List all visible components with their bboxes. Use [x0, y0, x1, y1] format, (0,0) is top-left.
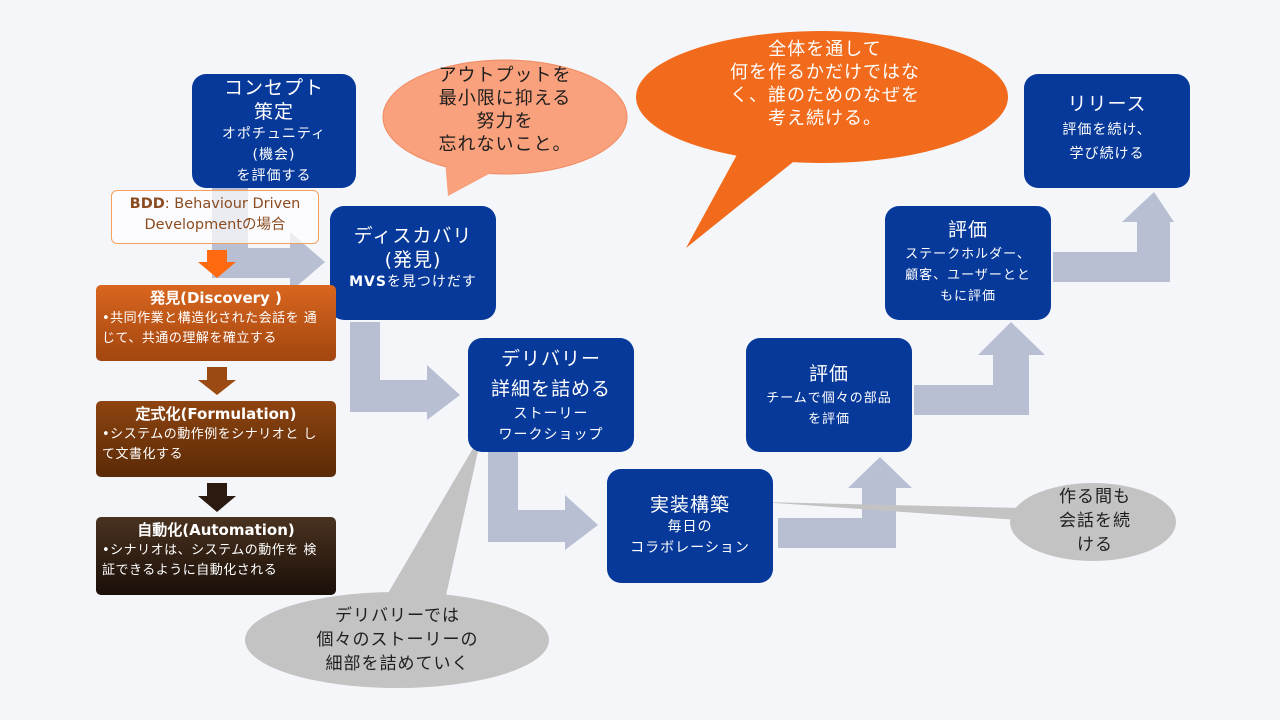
callout-build-line2: 会話を続 [1059, 511, 1131, 531]
arrow-build-to-eval-team [778, 457, 912, 548]
bdd-label-line1: BDD: Behaviour Driven [112, 194, 318, 215]
callout-output: アウトプットを 最小限に抑える 努力を 忘れないこと。 [400, 64, 610, 156]
arrow-delivery-to-build [488, 452, 598, 550]
arrow-eval-stakeholder-to-release [1053, 192, 1174, 282]
callout-delivery-line3: 細部を詰めていく [325, 654, 470, 674]
node-discovery-title2: (発見) [384, 249, 442, 271]
node-concept-sub2: (機会) [252, 147, 296, 163]
node-eval-team-title: 評価 [808, 363, 849, 385]
callout-output-line4: 忘れないこと。 [438, 134, 572, 155]
node-delivery-sub1: ストーリー [513, 406, 589, 422]
callout-output-line2: 最小限に抑える [438, 88, 572, 109]
callout-delivery-line2: 個々のストーリーの [316, 630, 479, 650]
node-build-sub1: 毎日の [667, 519, 713, 535]
node-eval-team-sub2: を評価 [807, 412, 850, 427]
bdd-arrow-3 [198, 483, 236, 512]
callout-whole-line2: 何を作るかだけではな [730, 62, 920, 83]
callout-delivery: デリバリーでは 個々のストーリーの 細部を詰めていく [270, 604, 525, 676]
callout-delivery-line1: デリバリーでは [335, 606, 460, 626]
bdd-step-discovery: 発見(Discovery ) •共同作業と構造化された会話を 通じて、共通の理解… [96, 285, 336, 361]
node-discovery-sub-bold: MVS [349, 274, 387, 290]
node-build-sub2: コラボレーション [630, 540, 750, 556]
callout-build-line1: 作る間も [1059, 487, 1131, 507]
node-concept: コンセプト 策定 オポチュニティ (機会) を評価する [192, 74, 356, 188]
node-eval-team-sub1: チームで個々の部品 [766, 391, 892, 406]
callout-whole-line3: く、誰のためのなぜを [730, 85, 920, 106]
node-build-title: 実装構築 [649, 494, 730, 516]
bdd-label-box: BDD: Behaviour Driven Developmentの場合 [111, 190, 319, 244]
node-eval-stakeholder: 評価 ステークホルダー、 顧客、ユーザーとと もに評価 [885, 206, 1051, 320]
callout-whole-line1: 全体を通して [768, 39, 882, 60]
bdd-step-formulation: 定式化(Formulation) •システムの動作例をシナリオと して文書化する [96, 401, 336, 477]
node-discovery-sub-rest: を見つけだす [386, 274, 477, 290]
bdd-label-bold: BDD [129, 196, 165, 212]
bdd-step-desc: •システムの動作例をシナリオと して文書化する [102, 427, 317, 462]
callout-whole: 全体を通して 何を作るかだけではな く、誰のためのなぜを 考え続ける。 [680, 38, 970, 130]
node-eval-stakeholder-sub3: もに評価 [939, 289, 996, 304]
callout-build: 作る間も 会話を続 ける [1030, 485, 1160, 557]
node-eval-stakeholder-title: 評価 [947, 219, 988, 241]
node-discovery-sub: MVSを見つけだす [349, 272, 477, 293]
callout-build-line3: ける [1077, 535, 1113, 555]
node-eval-team: 評価 チームで個々の部品 を評価 [746, 338, 912, 452]
node-release-sub1: 評価を続け、 [1062, 122, 1152, 138]
node-concept-sub3: を評価する [236, 168, 312, 184]
node-build: 実装構築 毎日の コラボレーション [607, 469, 773, 583]
node-eval-stakeholder-sub1: ステークホルダー、 [905, 247, 1031, 262]
callout-whole-line4: 考え続ける。 [768, 108, 882, 129]
bdd-step-desc: •共同作業と構造化された会話を 通じて、共通の理解を確立する [102, 311, 318, 346]
node-delivery-title1: デリバリー [500, 348, 601, 370]
node-concept-title1: コンセプト [223, 77, 324, 99]
arrow-eval-team-to-eval-stakeholder [914, 322, 1045, 415]
bdd-arrow-1 [198, 250, 236, 278]
node-release: リリース 評価を続け、 学び続ける [1024, 74, 1190, 188]
node-delivery-title2: 詳細を詰める [490, 378, 611, 400]
callout-output-line1: アウトプットを [438, 65, 572, 86]
node-delivery: デリバリー 詳細を詰める ストーリー ワークショップ [468, 338, 634, 452]
callout-output-line3: 努力を [476, 111, 534, 132]
arrow-discovery-to-delivery [350, 322, 460, 420]
bdd-step-heading: 自動化(Automation) [137, 521, 295, 539]
node-eval-stakeholder-sub2: 顧客、ユーザーとと [905, 268, 1031, 283]
node-delivery-sub2: ワークショップ [498, 427, 604, 443]
node-release-title: リリース [1067, 93, 1147, 115]
node-discovery: ディスカバリ (発見) MVSを見つけだす [330, 206, 496, 320]
node-concept-title2: 策定 [253, 101, 294, 123]
bdd-step-heading: 定式化(Formulation) [135, 405, 297, 423]
node-release-sub2: 学び続ける [1069, 146, 1145, 162]
bdd-arrow-2 [198, 367, 236, 395]
bdd-step-automation: 自動化(Automation) •シナリオは、システムの動作を 検証できるように… [96, 517, 336, 595]
bdd-step-heading: 発見(Discovery ) [150, 289, 282, 307]
bdd-label-line2: Developmentの場合 [144, 217, 286, 233]
node-concept-sub1: オポチュニティ [221, 126, 327, 142]
bdd-step-desc: •シナリオは、システムの動作を 検証できるように自動化される [102, 543, 317, 578]
node-discovery-title1: ディスカバリ [353, 225, 473, 247]
bdd-label-rest: : Behaviour Driven [164, 196, 301, 212]
